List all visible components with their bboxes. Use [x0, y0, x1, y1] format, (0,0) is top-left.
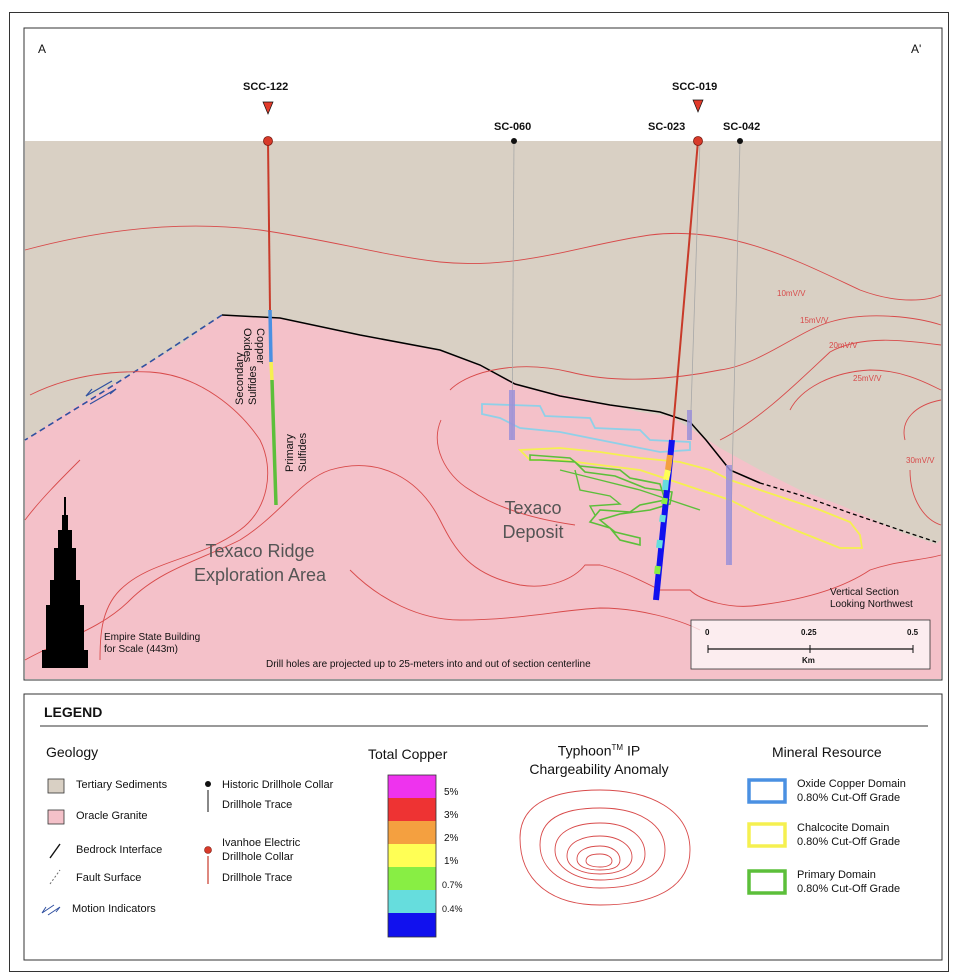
projection-note: Drill holes are projected up to 25-meter… — [266, 659, 591, 670]
sc-042-assay — [726, 465, 732, 565]
contour-label-20: 20mV/V — [829, 341, 858, 350]
legend-granite-label: Oracle Granite — [76, 810, 148, 822]
legend-panel — [23, 693, 943, 961]
copper-bin-1 — [388, 844, 436, 867]
copper-label-07: 0.7% — [442, 880, 463, 890]
legend-chalcocite-swatch — [747, 822, 787, 848]
sc-060-collar — [511, 138, 517, 144]
copper-color-bar — [387, 774, 437, 938]
copper-label-04: 0.4% — [442, 904, 463, 914]
contour-label-10: 10mV/V — [777, 289, 806, 298]
tertiary-sediments-area — [25, 141, 941, 544]
scc-019-marker — [692, 99, 704, 113]
contour-label-15: 15mV/V — [800, 316, 829, 325]
scale-tick-025: 0.25 — [801, 628, 817, 637]
hole-label-sc-060: SC-060 — [494, 121, 532, 133]
sc-060-assay — [509, 390, 515, 440]
legend-motion-icon — [41, 904, 61, 916]
legend-ivanhoe-collar-icon — [204, 846, 212, 854]
scc-019-collar — [693, 136, 703, 146]
copper-bin-5 — [388, 775, 436, 798]
legend-bedrock-icon — [49, 843, 61, 859]
fault-surface-line — [24, 314, 223, 441]
legend-motion-label: Motion Indicators — [72, 903, 156, 915]
scc-122-marker — [262, 101, 274, 115]
contour-label-30: 30mV/V — [906, 456, 935, 465]
typhoon-contour-icon — [519, 789, 691, 906]
legend-historic-collar-icon — [205, 781, 211, 787]
sc-042-collar — [737, 138, 743, 144]
copper-bin-04 — [388, 890, 436, 913]
legend-bedrock-label: Bedrock Interface — [76, 844, 163, 856]
copper-label-2: 2% — [444, 833, 459, 844]
empire-state-building-icon — [42, 497, 88, 668]
hole-label-scc-019: SCC-019 — [672, 81, 718, 93]
total-copper-heading: Total Copper — [368, 746, 448, 762]
scale-unit: Km — [802, 656, 815, 665]
geology-heading: Geology — [46, 744, 99, 760]
legend-ivanhoe-trace-label: Drillhole Trace — [222, 872, 293, 884]
contour-label-25: 25mV/V — [853, 374, 882, 383]
legend-tertiary-label: Tertiary Sediments — [76, 779, 168, 791]
legend-fault-label: Fault Surface — [76, 872, 142, 884]
hole-label-scc-122: SCC-122 — [243, 81, 289, 93]
copper-label-3: 3% — [444, 810, 459, 821]
legend-granite-swatch — [47, 809, 65, 825]
legend-historic-collar-label: Historic Drillhole Collar — [222, 779, 334, 791]
scale-tick-0: 0 — [705, 628, 710, 637]
copper-bin-2 — [388, 821, 436, 844]
legend-fault-icon — [49, 869, 61, 885]
section-end-a-prime: A' — [911, 42, 922, 56]
scc-122-trace — [267, 140, 271, 311]
bedrock-interface-dashed — [759, 482, 937, 543]
ip-contours — [24, 225, 942, 661]
bedrock-interface-line — [221, 314, 761, 484]
copper-label-5: 5% — [444, 787, 459, 798]
copper-bin-3 — [388, 798, 436, 821]
legend-title: LEGEND — [44, 704, 103, 720]
scc-019-trace — [671, 140, 699, 441]
legend-historic-trace-label: Drillhole Trace — [222, 799, 293, 811]
primary-domain-outline — [529, 454, 673, 547]
hole-label-sc-042: SC-042 — [723, 121, 761, 133]
legend-tertiary-swatch — [47, 778, 65, 794]
copper-bin-low — [388, 913, 436, 937]
copper-label-1: 1% — [444, 856, 459, 867]
scale-tick-05: 0.5 — [907, 628, 919, 637]
copper-bin-07 — [388, 867, 436, 890]
legend-primary-swatch — [747, 869, 787, 895]
legend-oxide-swatch — [747, 778, 787, 804]
chalcocite-domain-outline — [517, 447, 864, 549]
hole-label-sc-023: SC-023 — [648, 121, 686, 133]
scc-122-collar — [263, 136, 273, 146]
motion-indicator-arrows — [85, 380, 117, 405]
scale-bar-box — [690, 619, 931, 670]
mineral-resource-heading: Mineral Resource — [772, 744, 882, 760]
section-end-a: A — [38, 42, 47, 56]
scc-019-assay-colors — [654, 454, 673, 575]
typhoon-heading: TyphoonTM IP Chargeability Anomaly — [529, 742, 669, 777]
